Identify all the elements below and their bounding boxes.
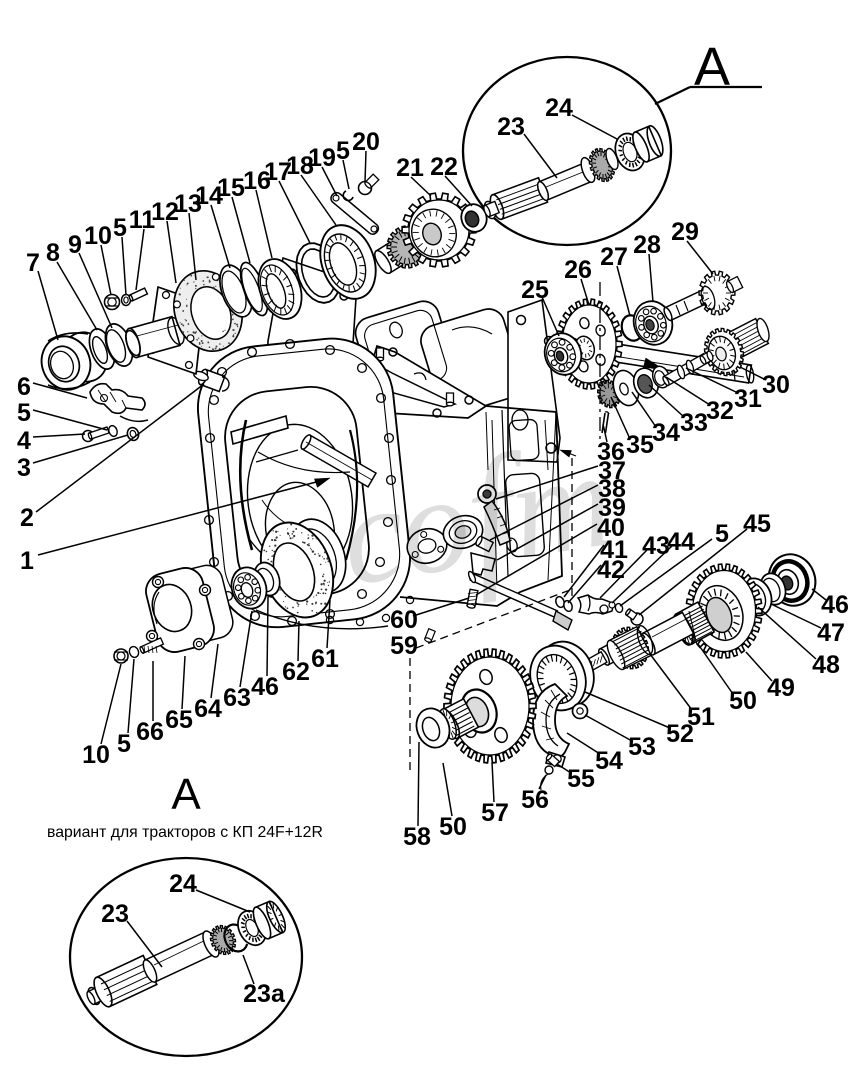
svg-text:32: 32: [706, 397, 734, 425]
svg-text:45: 45: [743, 510, 771, 538]
svg-text:8: 8: [46, 239, 60, 267]
svg-text:10: 10: [82, 741, 110, 769]
svg-text:60: 60: [390, 606, 418, 634]
svg-text:23a: 23a: [243, 980, 286, 1008]
svg-text:61: 61: [311, 645, 339, 673]
svg-text:11: 11: [129, 206, 156, 234]
svg-text:18: 18: [286, 152, 314, 180]
svg-text:24: 24: [545, 94, 573, 122]
svg-text:13: 13: [174, 190, 202, 218]
svg-text:52: 52: [666, 720, 694, 748]
svg-text:66: 66: [136, 718, 164, 746]
svg-text:41: 41: [600, 536, 628, 564]
svg-text:54: 54: [595, 747, 623, 775]
svg-text:5: 5: [117, 730, 131, 758]
svg-text:40: 40: [597, 514, 625, 542]
svg-text:2: 2: [20, 504, 34, 532]
svg-text:57: 57: [481, 799, 509, 827]
svg-text:30: 30: [762, 371, 790, 399]
svg-text:51: 51: [687, 703, 715, 731]
svg-text:4: 4: [17, 427, 31, 455]
svg-text:5: 5: [17, 399, 31, 427]
svg-text:50: 50: [439, 813, 467, 841]
svg-text:5: 5: [715, 520, 729, 548]
svg-text:19: 19: [308, 144, 336, 172]
svg-text:29: 29: [671, 218, 699, 246]
svg-text:50: 50: [729, 687, 757, 715]
svg-text:65: 65: [165, 706, 193, 734]
svg-text:37: 37: [598, 457, 626, 485]
svg-text:55: 55: [567, 765, 595, 793]
svg-text:64: 64: [194, 695, 222, 723]
svg-text:31: 31: [734, 385, 762, 413]
svg-text:5: 5: [336, 137, 350, 165]
svg-text:39: 39: [598, 494, 626, 522]
svg-text:36: 36: [597, 438, 625, 466]
svg-text:7: 7: [26, 249, 40, 277]
svg-text:42: 42: [597, 556, 625, 584]
svg-text:12: 12: [151, 198, 179, 226]
svg-text:46: 46: [821, 591, 849, 619]
svg-text:20: 20: [352, 128, 380, 156]
svg-text:A: A: [171, 770, 201, 819]
svg-text:46: 46: [251, 673, 279, 701]
svg-text:24: 24: [169, 870, 197, 898]
svg-text:58: 58: [403, 823, 431, 851]
svg-text:21: 21: [396, 154, 424, 182]
svg-text:вариант для тракторов с КП 24F: вариант для тракторов с КП 24F+12R: [47, 824, 323, 841]
svg-text:22: 22: [430, 153, 458, 181]
svg-text:27: 27: [600, 243, 628, 271]
svg-text:53: 53: [628, 733, 656, 761]
svg-text:17: 17: [264, 158, 292, 186]
svg-text:9: 9: [68, 231, 82, 259]
svg-text:15: 15: [217, 174, 245, 202]
svg-text:44: 44: [667, 528, 695, 556]
svg-text:25: 25: [521, 276, 549, 304]
svg-text:28: 28: [633, 231, 661, 259]
svg-text:14: 14: [195, 182, 223, 210]
svg-text:3: 3: [17, 454, 31, 482]
svg-text:35: 35: [626, 431, 654, 459]
svg-text:26: 26: [564, 256, 592, 284]
svg-text:33: 33: [680, 409, 708, 437]
svg-text:48: 48: [812, 651, 840, 679]
svg-text:38: 38: [598, 475, 626, 503]
svg-text:23: 23: [101, 900, 129, 928]
svg-text:49: 49: [767, 674, 795, 702]
svg-text:23: 23: [497, 113, 525, 141]
svg-text:63: 63: [223, 684, 251, 712]
svg-text:62: 62: [282, 658, 310, 686]
svg-text:34: 34: [652, 419, 680, 447]
svg-text:47: 47: [817, 619, 845, 647]
svg-text:59: 59: [390, 632, 418, 660]
svg-text:16: 16: [243, 167, 271, 195]
svg-text:10: 10: [84, 222, 112, 250]
svg-text:56: 56: [521, 786, 549, 814]
svg-text:1: 1: [20, 547, 34, 575]
svg-text:43: 43: [642, 532, 670, 560]
svg-text:6: 6: [17, 373, 31, 401]
svg-text:5: 5: [113, 214, 127, 242]
